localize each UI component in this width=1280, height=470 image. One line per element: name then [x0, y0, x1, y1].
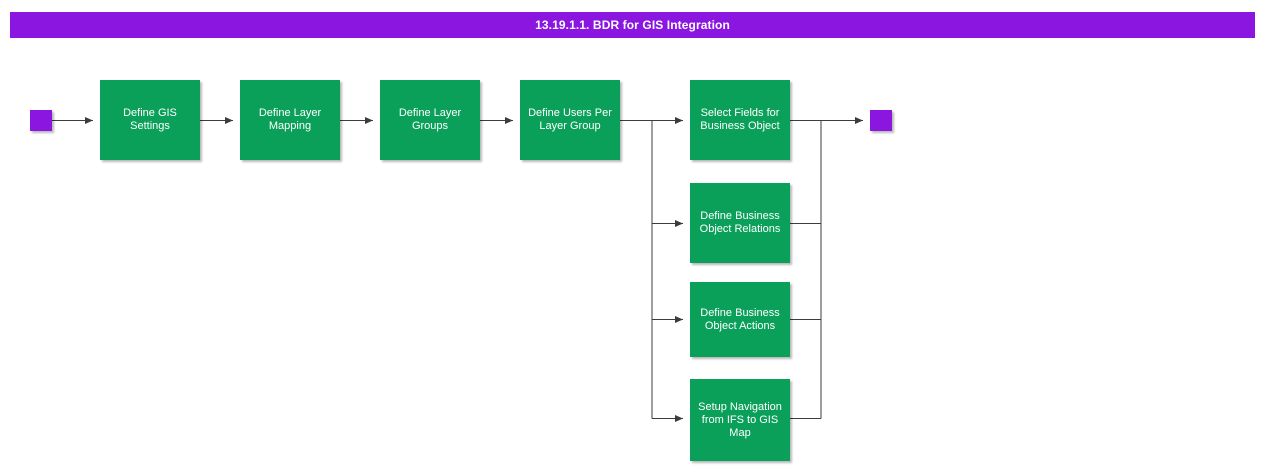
edge-merge-bus [790, 120, 822, 419]
node-label: Select Fields for Business Object [700, 107, 780, 132]
node-setup-navigation-from-ifs-to-gis-map[interactable]: Setup Navigation from IFS to GIS Map [690, 379, 790, 461]
edge-merge-to-end-terminal [821, 117, 863, 124]
node-label: Define Users Per Layer Group [528, 107, 612, 132]
node-define-layer-mapping[interactable]: Define Layer Mapping [240, 80, 340, 160]
edge-start-to-define-gis-settings [52, 117, 93, 124]
node-define-gis-settings[interactable]: Define GIS Settings [100, 80, 200, 160]
node-label: Define Layer Mapping [258, 107, 322, 132]
diagram-title-bar: 13.19.1.1. BDR for GIS Integration [10, 12, 1255, 38]
node-label: Define GIS Settings [123, 107, 177, 132]
end-terminal[interactable] [870, 110, 892, 131]
edge-branch-to-business-object-actions [652, 316, 683, 323]
edge-branch-to-select-fields [652, 117, 683, 124]
node-label: Define Business Object Relations [699, 210, 781, 235]
node-define-users-per-layer-group[interactable]: Define Users Per Layer Group [520, 80, 620, 160]
edge-users-per-layer-group-to-branch-bus [620, 120, 653, 419]
node-label: Define Layer Groups [398, 107, 462, 132]
edge-branch-to-setup-navigation [652, 415, 683, 422]
node-define-layer-groups[interactable]: Define Layer Groups [380, 80, 480, 160]
edge-layer-groups-to-users-per-layer-group [480, 117, 513, 124]
edge-gis-settings-to-layer-mapping [200, 117, 233, 124]
node-define-business-object-actions[interactable]: Define Business Object Actions [690, 282, 790, 357]
node-define-business-object-relations[interactable]: Define Business Object Relations [690, 183, 790, 263]
node-label: Define Business Object Actions [700, 306, 780, 332]
node-select-fields-for-business-object[interactable]: Select Fields for Business Object [690, 80, 790, 160]
node-label: Setup Navigation from IFS to GIS Map [698, 400, 782, 439]
page-title: 13.19.1.1. BDR for GIS Integration [535, 18, 730, 32]
edge-branch-to-business-object-relations [652, 220, 683, 227]
start-terminal[interactable] [30, 110, 52, 131]
edge-layer-mapping-to-layer-groups [340, 117, 373, 124]
